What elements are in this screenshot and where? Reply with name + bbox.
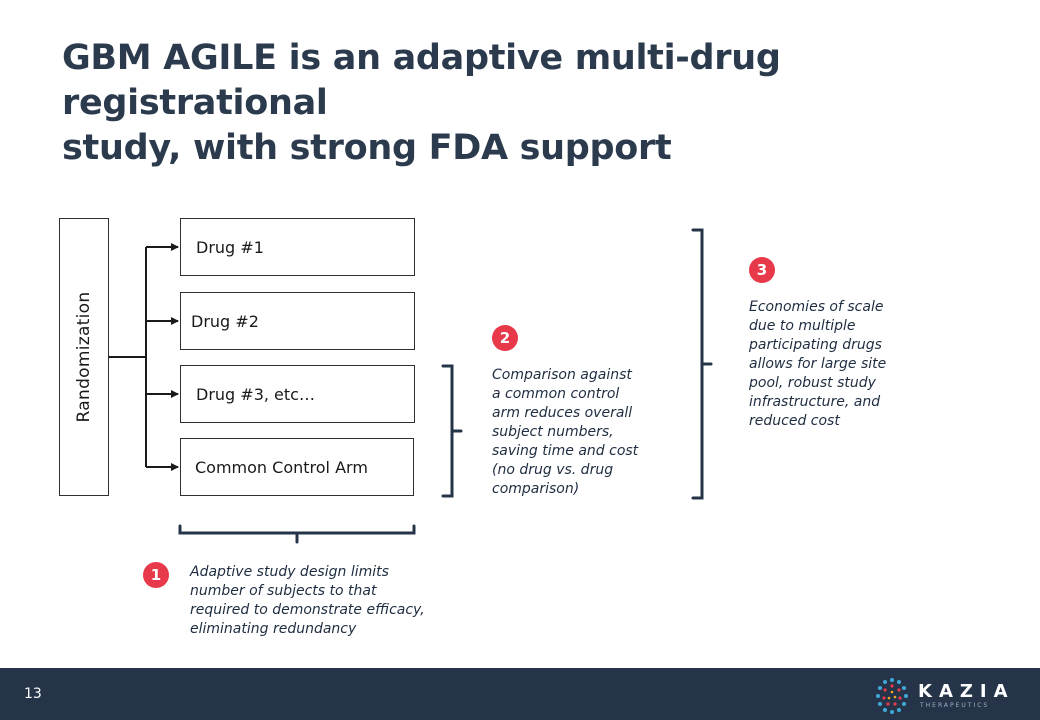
note-line: subject numbers, <box>492 424 614 440</box>
callout-text-3: Economies of scale due to multiple parti… <box>749 298 886 431</box>
footer-bar <box>0 668 1040 720</box>
note-line: a common control <box>492 386 620 402</box>
arm-label: Drug #2 <box>191 311 259 331</box>
note-line: reduced cost <box>749 413 840 429</box>
callout-text-2: Comparison against a common control arm … <box>492 366 638 499</box>
note-line: (no drug vs. drug <box>492 462 614 478</box>
note-line: Comparison against <box>492 367 632 383</box>
logo-name: KAZIA <box>918 681 1015 702</box>
note-line: eliminating redundancy <box>190 621 357 637</box>
note-line: pool, robust study <box>749 375 876 391</box>
title-line-2: study, with strong FDA support <box>62 128 672 168</box>
note-line: allows for large site <box>749 356 887 372</box>
arm-label: Drug #1 <box>196 237 264 257</box>
note-line: required to demonstrate efficacy, <box>190 602 425 618</box>
callout-badge-2: 2 <box>492 325 518 351</box>
note-line: comparison) <box>492 481 580 497</box>
bracket-2 <box>441 364 463 498</box>
arm-label: Common Control Arm <box>195 457 368 477</box>
callout-badge-1: 1 <box>143 562 169 588</box>
bracket-3 <box>691 228 713 500</box>
note-line: Adaptive study design limits <box>190 564 389 580</box>
page-number: 13 <box>24 686 42 702</box>
bracket-bottom <box>178 524 416 544</box>
kazia-logo-icon <box>876 678 908 714</box>
slide-title: GBM AGILE is an adaptive multi-drug regi… <box>62 36 1022 171</box>
note-line: arm reduces overall <box>492 405 633 421</box>
arm-label: Drug #3, etc… <box>196 384 315 404</box>
note-line: Economies of scale <box>749 299 884 315</box>
logo-subtitle: THERAPEUTICS <box>920 702 990 709</box>
title-line-1: GBM AGILE is an adaptive multi-drug regi… <box>62 38 781 123</box>
note-line: infrastructure, and <box>749 394 881 410</box>
arm-box-common-control: Common Control Arm <box>180 438 414 496</box>
callout-text-1: Adaptive study design limits number of s… <box>190 563 425 639</box>
callout-badge-3: 3 <box>749 257 775 283</box>
note-line: participating drugs <box>749 337 882 353</box>
arm-box-drug-2: Drug #2 <box>180 292 415 350</box>
note-line: number of subjects to that <box>190 583 377 599</box>
arm-box-drug-1: Drug #1 <box>180 218 415 276</box>
note-line: saving time and cost <box>492 443 639 459</box>
randomization-box <box>59 218 109 496</box>
arm-box-drug-3: Drug #3, etc… <box>180 365 415 423</box>
note-line: due to multiple <box>749 318 856 334</box>
